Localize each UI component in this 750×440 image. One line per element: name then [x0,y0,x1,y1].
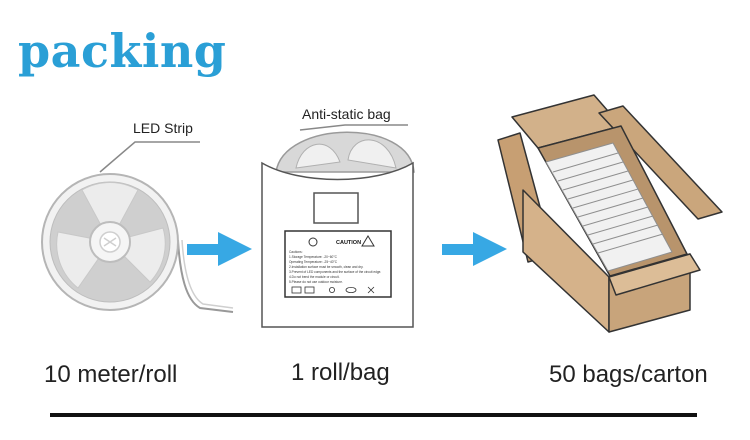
fcc-mark-icon [345,286,357,293]
anti-static-bag-callout: Anti-static bag [302,106,391,122]
led-strip-tail [177,239,234,313]
anti-static-bag-icon: CAUTION Cautions: 1.Storage Temperature:… [261,124,415,328]
bag-callout-line [299,124,408,131]
led-strip-callout-line [99,141,200,173]
bottom-divider [50,413,697,417]
bag-window [313,192,359,224]
led-reel-icon [41,141,234,313]
warning-triangle-icon [361,235,375,247]
label-heading: CAUTION [336,240,361,246]
right-arrow-icon [187,232,252,266]
carton-box-icon [497,94,723,333]
right-arrow-icon [442,232,507,266]
led-strip-callout: LED Strip [133,120,193,136]
step-1-caption: 10 meter/roll [44,361,178,388]
weee-bin-icon [367,286,375,294]
esd-symbol-icon [308,237,318,247]
step-3-caption: 50 bags/carton [549,361,708,388]
page-title: packing [18,24,227,78]
step-2-caption: 1 roll/bag [291,359,390,386]
stacked-bags [545,142,673,272]
label-text-lines: Cautions: 1.Storage Temperature: -20~60°… [289,250,382,284]
rohs-mark-icon [291,286,302,294]
recycle-mark-icon [304,286,315,294]
caution-label-card: CAUTION Cautions: 1.Storage Temperature:… [284,230,392,298]
ce-mark-icon [328,286,335,293]
